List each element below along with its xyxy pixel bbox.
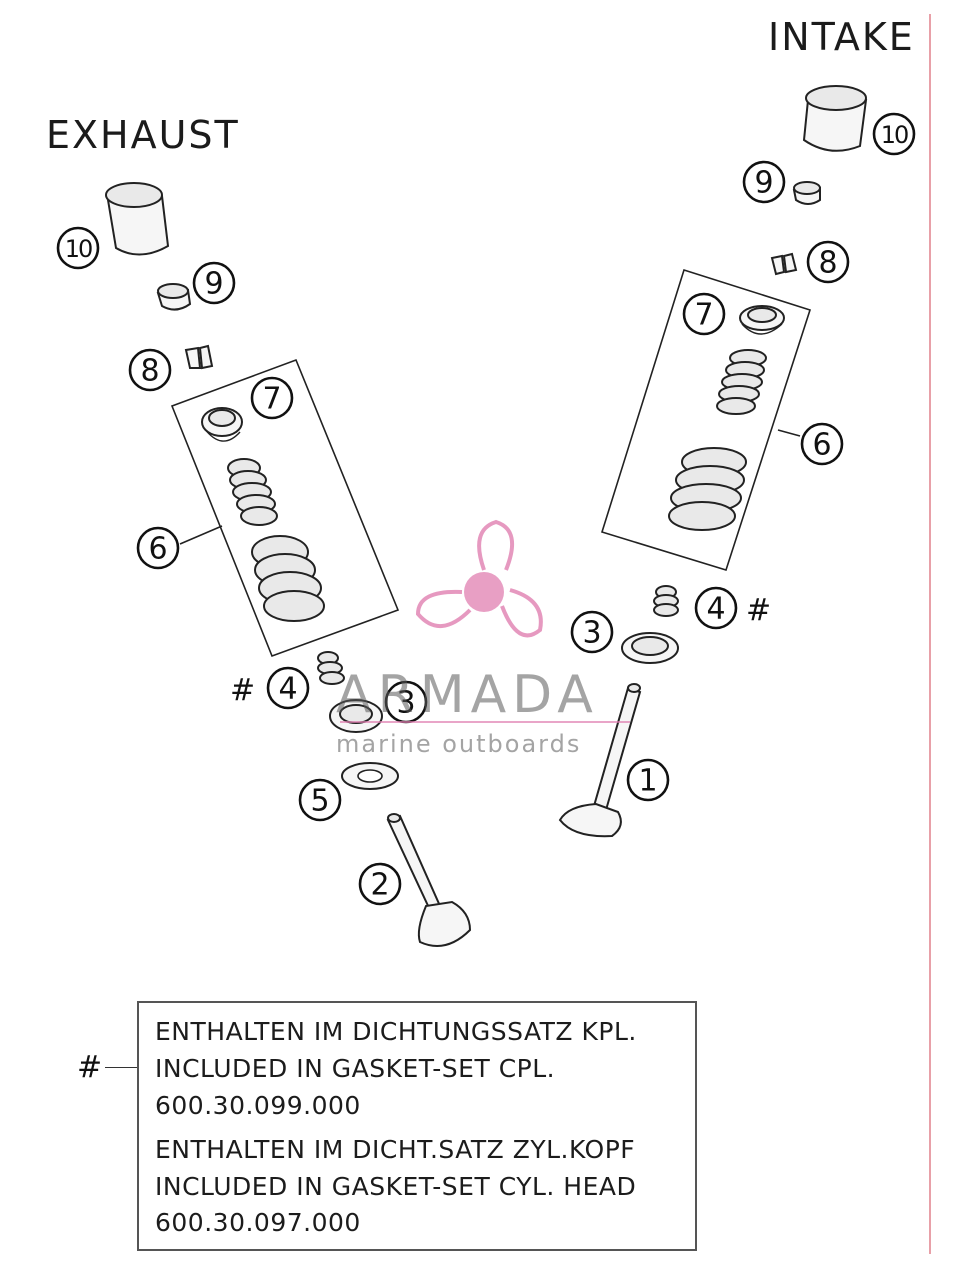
exhaust-retainer-part (201, 407, 243, 442)
callout-exhaust-4: 4 (266, 666, 310, 710)
callout-exhaust-3: 3 (384, 680, 428, 724)
svg-text:8: 8 (140, 354, 159, 389)
legend-line-de-cylinder-head: ENTHALTEN IM DICHT.SATZ ZYL.KOPF (155, 1135, 636, 1164)
legend-line-de-complete: ENTHALTEN IM DICHTUNGSSATZ KPL. (155, 1017, 637, 1046)
intake-stem-seal-part (653, 585, 679, 617)
callout-intake-10: 10 (872, 112, 916, 156)
callout-intake-7: 7 (682, 292, 726, 336)
exhaust-spring-seat-part (329, 699, 383, 733)
intake-tappet-part (802, 85, 868, 152)
exhaust-spring-leader (179, 525, 223, 545)
legend-line-en-cylinder-head: INCLUDED IN GASKET-SET CYL. HEAD (155, 1172, 637, 1201)
callout-exhaust-2: 2 (358, 862, 402, 906)
exhaust-label: EXHAUST (46, 113, 240, 157)
callout-intake-4: 4 (694, 586, 738, 630)
callout-exhaust-7: 7 (250, 376, 294, 420)
svg-text:4: 4 (706, 592, 725, 627)
svg-text:3: 3 (582, 616, 601, 651)
intake-spring-seat-part (621, 632, 679, 664)
callout-intake-6: 6 (800, 422, 844, 466)
svg-text:8: 8 (818, 246, 837, 281)
svg-text:5: 5 (310, 784, 329, 819)
svg-text:7: 7 (262, 382, 281, 417)
svg-text:3: 3 (396, 686, 415, 721)
svg-text:9: 9 (754, 166, 773, 201)
exhaust-spring-group-box (170, 358, 400, 658)
svg-text:10: 10 (881, 121, 908, 149)
intake-hash-marker: # (746, 593, 771, 628)
exhaust-tappet-part (105, 182, 170, 256)
intake-retainer-part (739, 305, 785, 335)
exhaust-shim-part (156, 283, 192, 311)
exhaust-hash-marker: # (230, 673, 255, 708)
svg-text:9: 9 (204, 267, 223, 302)
intake-valve-part (558, 683, 642, 838)
callout-exhaust-9: 9 (192, 261, 236, 305)
exhaust-stem-seal-part (317, 651, 345, 685)
callout-exhaust-8: 8 (128, 348, 172, 392)
svg-text:6: 6 (812, 428, 831, 463)
legend-part-number-cylinder-head: 600.30.097.000 (155, 1208, 361, 1237)
intake-spring-leader (777, 429, 801, 437)
callout-intake-3: 3 (570, 610, 614, 654)
exhaust-valve-keys-part (184, 344, 214, 370)
svg-text:6: 6 (148, 532, 167, 567)
legend-hash-marker: # (77, 1050, 103, 1085)
callout-exhaust-6: 6 (136, 526, 180, 570)
callout-intake-1: 1 (626, 758, 670, 802)
legend-part-number-complete: 600.30.099.000 (155, 1091, 361, 1120)
svg-text:10: 10 (65, 235, 92, 263)
callout-exhaust-5: 5 (298, 778, 342, 822)
exhaust-inner-spring-part (227, 458, 278, 526)
exhaust-washer-part (341, 762, 399, 790)
legend-leader-line (105, 1067, 137, 1068)
page-edge-line (929, 14, 931, 1254)
svg-text:4: 4 (278, 672, 297, 707)
intake-inner-spring-part (716, 349, 767, 415)
exhaust-outer-spring-part (251, 535, 325, 622)
watermark-brand: ARMADA (336, 665, 599, 725)
watermark-tagline: marine outboards (336, 730, 581, 758)
svg-text:1: 1 (638, 764, 657, 799)
callout-intake-8: 8 (806, 240, 850, 284)
intake-shim-part (792, 181, 821, 205)
armada-logo (415, 519, 543, 638)
callout-exhaust-10: 10 (56, 226, 100, 270)
legend-line-en-complete: INCLUDED IN GASKET-SET CPL. (155, 1054, 556, 1083)
exhaust-valve-part (386, 813, 472, 947)
gasket-set-legend: ENTHALTEN IM DICHTUNGSSATZ KPL. INCLUDED… (137, 1001, 697, 1251)
intake-label: INTAKE (768, 15, 915, 59)
intake-spring-group-box (600, 268, 812, 571)
svg-text:2: 2 (370, 868, 389, 903)
intake-valve-keys-part (770, 252, 798, 276)
svg-text:7: 7 (694, 298, 713, 333)
callout-intake-9: 9 (742, 160, 786, 204)
intake-outer-spring-part (668, 447, 747, 531)
